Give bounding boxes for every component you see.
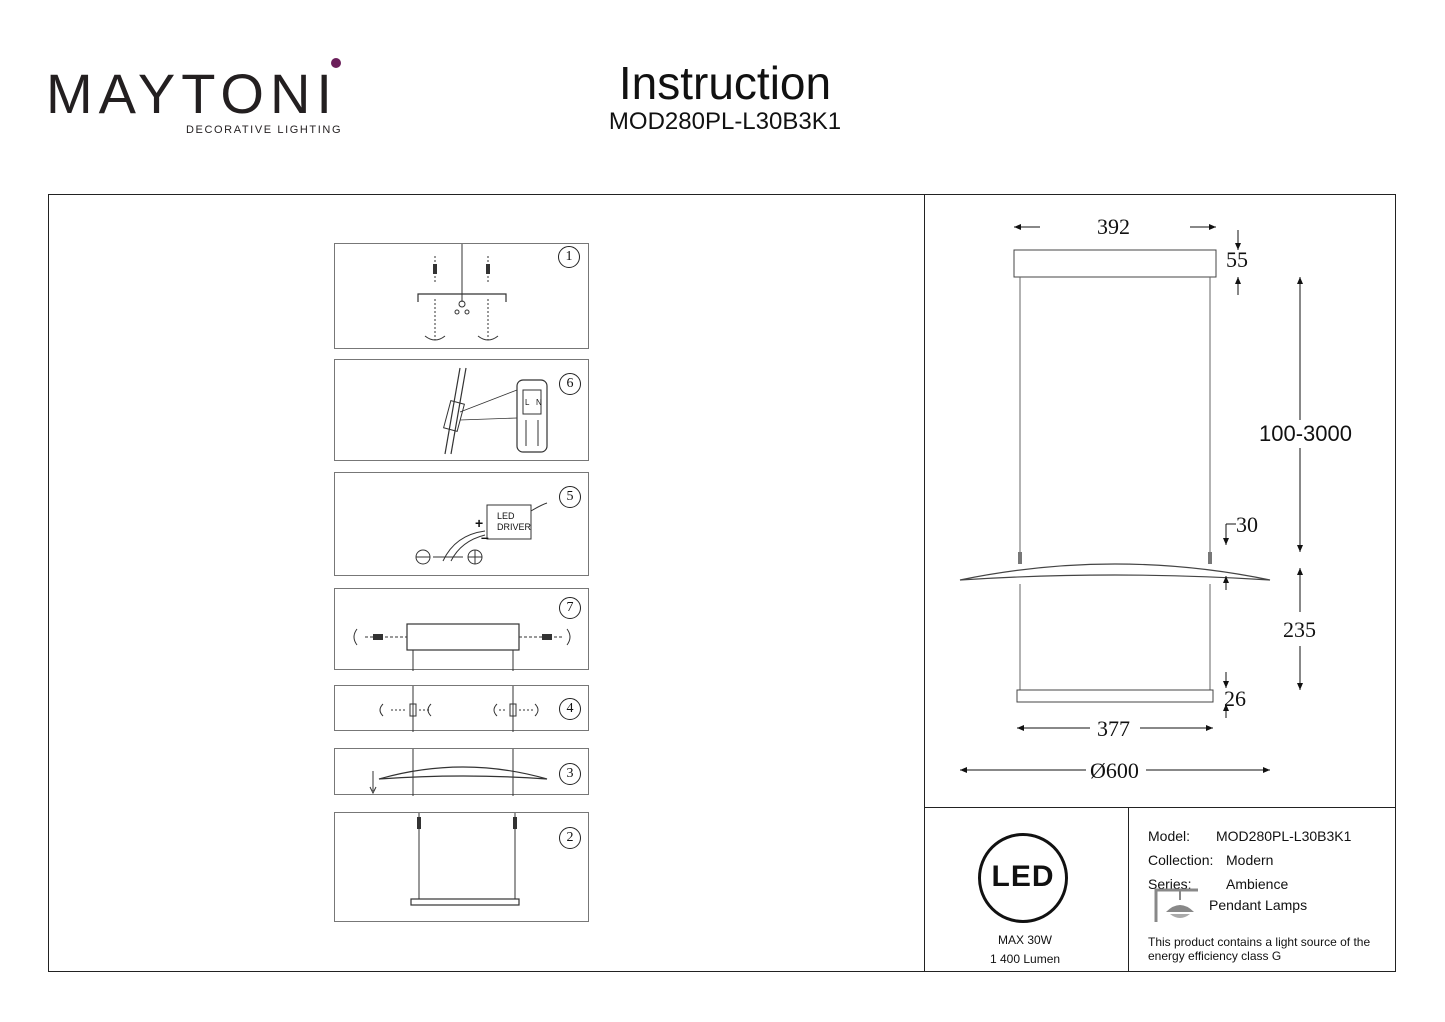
led-driver-illustration [415, 502, 548, 565]
led-badge-text: LED [991, 860, 1055, 893]
driver-plus: + [475, 515, 484, 531]
driver-label-2: DRIVER [497, 522, 532, 532]
dim-bar-height: 26 [1224, 686, 1246, 711]
step-panel-7: 7 [334, 588, 589, 671]
brand-tagline: DECORATIVE LIGHTING [186, 124, 343, 136]
driver-label-1: LED [497, 511, 515, 521]
step-panel-2: 2 [334, 812, 589, 922]
spec-collection-label: Collection: [1148, 852, 1214, 868]
step-number: 7 [559, 597, 581, 619]
max-power: MAX 30W [998, 933, 1053, 947]
step-panel-3: 3 [334, 748, 589, 796]
brand-logo: MAYTONI [46, 62, 346, 142]
led-badge [978, 833, 1068, 923]
spec-model-value: MOD280PL-L30B3K1 [1216, 828, 1352, 844]
step-panel-5: LED DRIVER + – 5 [334, 472, 589, 576]
ceiling-mount-illustration [417, 244, 507, 341]
content-frame [48, 194, 1396, 972]
connector-n: N [536, 398, 542, 407]
spec-series-value: Ambience [1226, 876, 1289, 892]
cable-fastening-illustration [379, 686, 539, 732]
step-number: 5 [559, 486, 581, 508]
energy-class-line2: energy efficiency class G [1148, 949, 1282, 963]
divider-vertical [924, 194, 925, 972]
step-panel-4: 4 [334, 685, 589, 732]
dim-shade-thickness: 30 [1236, 512, 1258, 537]
lumen-output: 1 400 Lumen [990, 952, 1061, 966]
step-number: 6 [559, 373, 581, 395]
divider-info [1128, 807, 1129, 972]
dim-canopy-height: 55 [1226, 247, 1248, 272]
step-number: 1 [558, 246, 580, 268]
page-model: MOD280PL-L30B3K1 [608, 108, 842, 135]
dim-bar-width: 377 [1097, 716, 1130, 741]
step-number: 2 [559, 827, 581, 849]
spec-series-label: Series: [1148, 876, 1192, 892]
shade-installation-illustration [369, 749, 548, 796]
spec-collection-value: Modern [1226, 852, 1274, 868]
spec-type-value: Pendant Lamps [1209, 897, 1308, 913]
step-number: 4 [559, 698, 581, 720]
dim-lower-height: 235 [1283, 617, 1316, 642]
spec-model-label: Model: [1148, 828, 1191, 844]
canopy-screws-illustration [353, 623, 571, 671]
bar-hanging-illustration [410, 813, 520, 906]
step-panel-6: L N 6 [334, 359, 589, 461]
connector-l: L [525, 398, 530, 407]
pendant-lamp-icon [1154, 888, 1198, 922]
page-title: Instruction [618, 57, 832, 109]
wiring-connector-illustration [443, 367, 548, 455]
dim-canopy-width: 392 [1097, 214, 1130, 239]
divider-horizontal [924, 807, 1396, 808]
brand-name: MAYTONI [46, 62, 338, 125]
logo-dot [331, 58, 341, 68]
step-number: 3 [559, 763, 581, 785]
energy-class-line1: This product contains a light source of … [1148, 935, 1371, 949]
dim-diameter: Ø600 [1090, 758, 1139, 783]
dim-cable-length: 100-3000 [1259, 421, 1352, 446]
driver-minus: – [481, 529, 489, 545]
step-panel-1: 1 [334, 243, 589, 349]
